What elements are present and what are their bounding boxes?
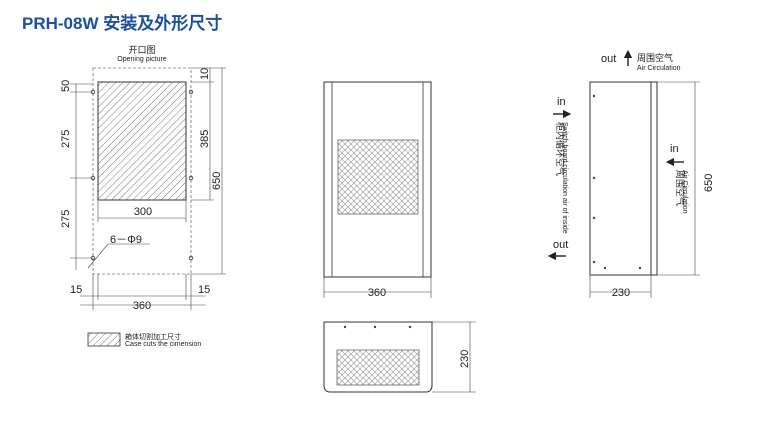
side-out-left: out xyxy=(553,239,568,251)
page-title: PRH-08W 安装及外形尺寸 xyxy=(22,14,223,33)
side-right-cn: 周围空气 xyxy=(675,170,686,206)
dim-650: 650 xyxy=(211,172,223,190)
side-flange xyxy=(650,81,658,276)
front-view: 360 xyxy=(323,81,432,299)
cabinet-outline-dashed xyxy=(92,67,192,275)
dim-15-left: 15 xyxy=(70,284,82,296)
dim-360-opening: 360 xyxy=(133,300,151,312)
side-left-en: Switch board circulation air of inside xyxy=(561,122,568,234)
side-height-label: 650 xyxy=(703,174,715,192)
legend-swatch xyxy=(87,332,121,347)
side-width-dim xyxy=(589,275,652,298)
opening-label-cn: 开口图 xyxy=(128,45,155,55)
side-top-cn: 周围空气 xyxy=(637,52,673,63)
legend-en: Case cuts the cimension xyxy=(125,341,201,348)
bottom-height-label: 230 xyxy=(459,350,471,368)
bottom-dimension-lines xyxy=(80,274,206,310)
left-dimension-lines xyxy=(70,83,93,270)
front-width-dim xyxy=(323,277,432,298)
opening-label-en: Opening picture xyxy=(117,56,167,63)
side-width-label: 230 xyxy=(612,287,630,299)
dim-300: 300 xyxy=(134,206,152,218)
side-right-en: Air Circulation xyxy=(681,170,688,214)
front-width-label: 360 xyxy=(368,287,386,299)
right-dimension-lines xyxy=(191,67,226,275)
side-in-right: in xyxy=(670,143,679,155)
bottom-height-dim xyxy=(432,321,476,393)
bottom-grille xyxy=(336,349,420,386)
front-grille xyxy=(337,139,419,215)
side-height-dim xyxy=(657,81,700,276)
bottom-view: 230 xyxy=(323,321,476,393)
hole-spec: 6－Φ9 xyxy=(110,234,142,246)
legend-cn: 箱体切割加工尺寸 xyxy=(125,332,181,341)
hole-leader xyxy=(87,243,109,269)
side-top-en: Air Circulation xyxy=(637,65,681,72)
dim-50: 50 xyxy=(60,80,72,92)
cutout-area xyxy=(97,81,187,201)
dim-15-right: 15 xyxy=(198,284,210,296)
side-out-top: out xyxy=(601,53,616,65)
dim-275-bottom: 275 xyxy=(60,210,72,228)
side-left-cn: 柜内循环空气 xyxy=(555,122,566,176)
dim-10: 10 xyxy=(199,68,211,80)
side-view: out 周围空气 Air Circulation in 柜内循环空气 Switc… xyxy=(547,49,715,299)
dim-275-top: 275 xyxy=(60,130,72,148)
opening-picture: 开口图 Opening picture 50 275 275 xyxy=(60,45,226,348)
width-300-line xyxy=(97,200,187,222)
side-body xyxy=(589,81,652,276)
side-in-left: in xyxy=(557,96,566,108)
dim-385: 385 xyxy=(199,130,211,148)
